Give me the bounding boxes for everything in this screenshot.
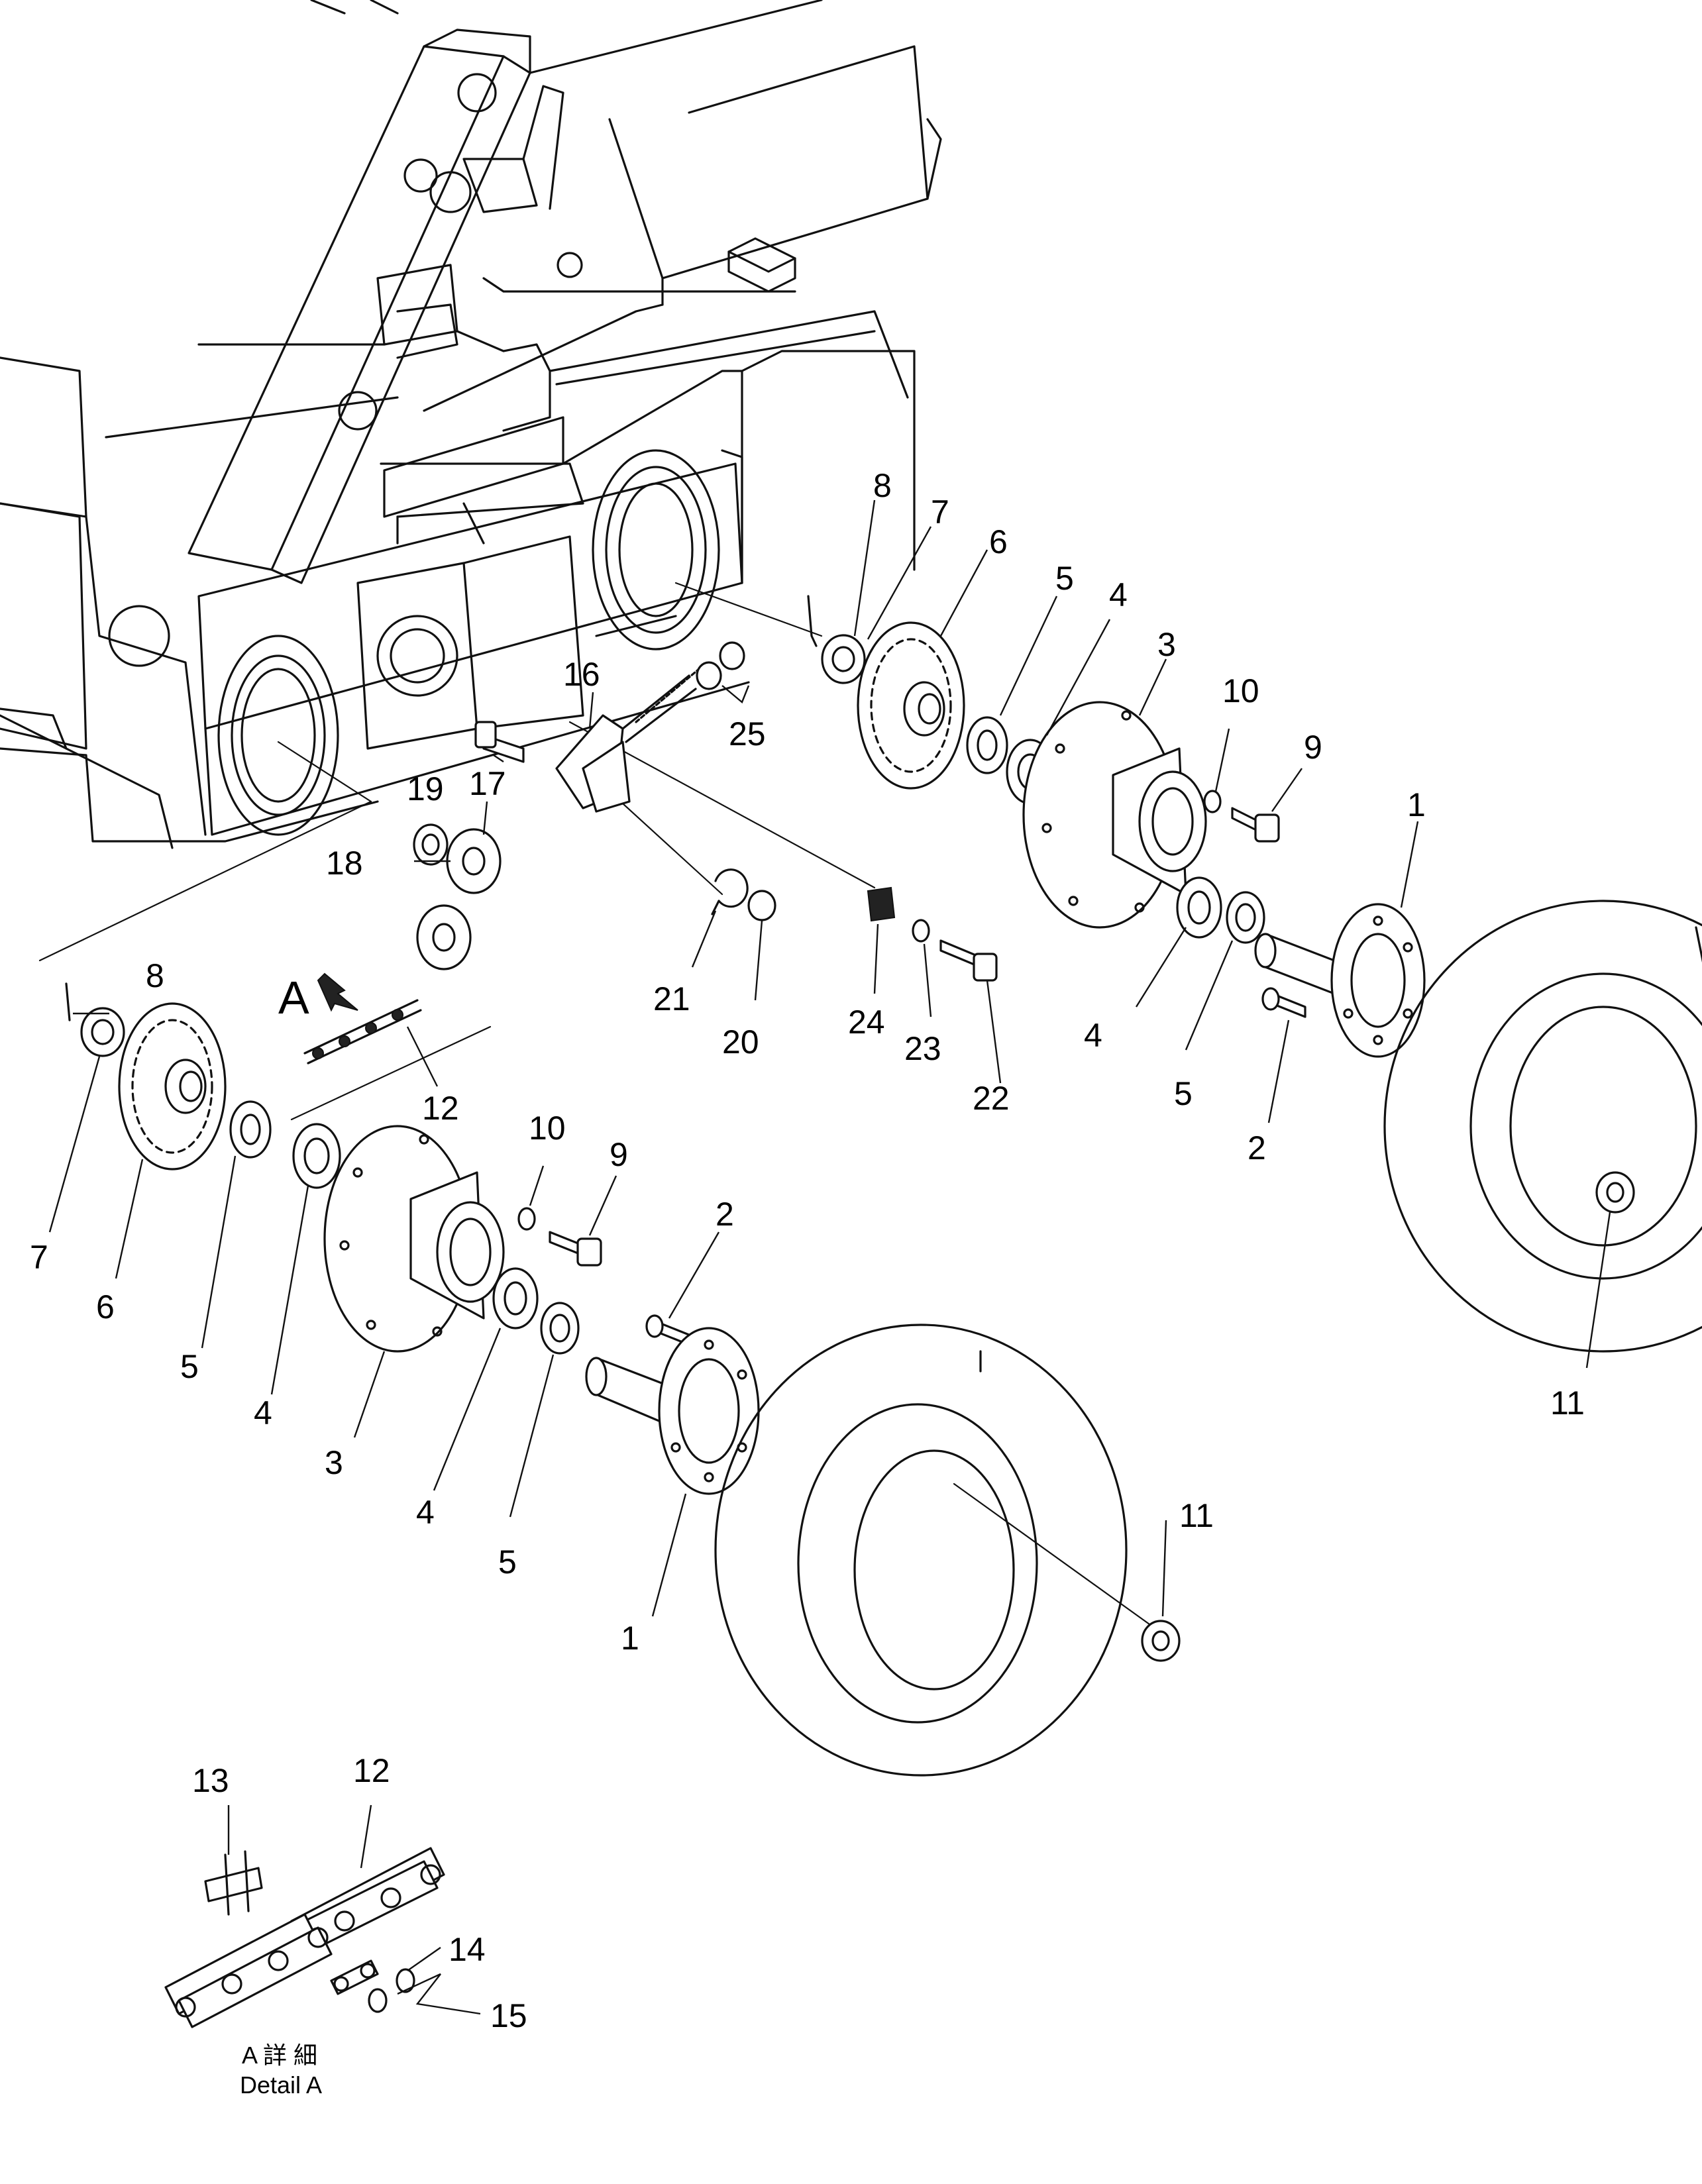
callout-1: 1	[621, 1620, 639, 1657]
hub	[1022, 701, 1207, 929]
bearing	[229, 1100, 272, 1159]
callout-20: 20	[722, 1023, 759, 1061]
cotter-pin	[807, 595, 818, 647]
nut	[747, 890, 776, 921]
washer	[912, 919, 930, 943]
callout-14: 14	[449, 1931, 486, 1968]
callout-2: 2	[1248, 1129, 1266, 1167]
callout-21: 21	[653, 980, 690, 1017]
machine-frame	[0, 0, 942, 849]
bearing	[1176, 876, 1222, 939]
lock-washer	[711, 868, 749, 915]
callout-11: 11	[1179, 1497, 1214, 1534]
idler-sprocket	[416, 904, 472, 970]
callout-8: 8	[146, 957, 164, 994]
cotter-pin	[65, 982, 71, 1021]
callout-6: 6	[989, 523, 1008, 560]
washer	[517, 1207, 536, 1231]
hub	[323, 1125, 505, 1353]
callout-5: 5	[1174, 1075, 1193, 1112]
connecting-link	[204, 1867, 263, 1902]
axle-shaft	[1254, 903, 1426, 1058]
callout-1: 1	[1407, 786, 1426, 823]
sprocket	[118, 1002, 227, 1170]
right-tire	[1383, 900, 1702, 1353]
callout-9: 9	[610, 1136, 628, 1173]
side-plate	[330, 1959, 379, 1995]
left-tire	[714, 1324, 1128, 1777]
nut	[821, 634, 866, 684]
bearing	[492, 1267, 539, 1329]
chain-segment	[303, 999, 422, 1065]
sprocket	[857, 621, 965, 790]
callout-4: 4	[1109, 576, 1128, 613]
callout-5: 5	[498, 1543, 517, 1581]
callout-labels: 1 1 2 2 3 3 4 4 4 4 5 5 5 5 6 6 7 7 8 8 …	[30, 467, 1585, 2099]
roller	[396, 1968, 415, 1993]
callout-2: 2	[716, 1196, 734, 1233]
idler-sprocket	[446, 828, 502, 894]
leader-lines	[48, 499, 1611, 2015]
callout-12: 12	[353, 1752, 390, 1789]
callout-4: 4	[1084, 1017, 1102, 1054]
callout-24: 24	[848, 1004, 885, 1041]
callout-16: 16	[563, 656, 600, 693]
tensioner-assembly	[303, 641, 998, 1065]
callout-9: 9	[1304, 729, 1322, 766]
bearing	[966, 716, 1008, 774]
callout-10: 10	[1222, 672, 1259, 709]
callout-25: 25	[729, 715, 766, 753]
spacer	[413, 823, 449, 866]
bearing	[540, 1302, 580, 1355]
plate	[867, 886, 896, 922]
nut	[80, 1007, 125, 1057]
callout-5: 5	[180, 1348, 199, 1385]
callout-10: 10	[529, 1110, 566, 1147]
callout-12: 12	[422, 1090, 459, 1127]
callout-22: 22	[973, 1080, 1010, 1117]
wheel-nut	[1595, 1171, 1635, 1214]
callout-3: 3	[1157, 626, 1176, 663]
bearing	[1226, 891, 1265, 944]
callout-8: 8	[873, 467, 892, 504]
detail-caption-ja: A 詳 細	[242, 2042, 317, 2069]
callout-7: 7	[30, 1239, 48, 1276]
callout-13: 13	[192, 1762, 229, 1799]
right-axle-assembly	[807, 595, 1702, 1353]
callout-23: 23	[904, 1030, 941, 1067]
washer	[1203, 790, 1222, 813]
callout-19: 19	[407, 770, 444, 807]
view-marker-a: A	[278, 972, 309, 1023]
axle-shaft	[585, 1327, 760, 1495]
callout-5: 5	[1055, 560, 1074, 597]
view-arrow	[317, 972, 358, 1012]
callout-18: 18	[326, 845, 363, 882]
callout-15: 15	[490, 1997, 527, 2034]
wheel-nut	[1141, 1620, 1181, 1662]
callout-11: 11	[1550, 1384, 1585, 1422]
bearing	[292, 1123, 341, 1189]
callout-4: 4	[254, 1394, 272, 1431]
roller	[368, 1988, 388, 2013]
callout-4: 4	[416, 1494, 435, 1531]
callout-6: 6	[96, 1288, 115, 1326]
left-axle-assembly	[65, 982, 1181, 1777]
detail-caption-en: Detail A	[240, 2071, 322, 2099]
detail-a-chain	[164, 1847, 445, 2028]
callout-17: 17	[469, 765, 506, 802]
callout-7: 7	[931, 494, 949, 531]
callout-3: 3	[325, 1444, 343, 1481]
